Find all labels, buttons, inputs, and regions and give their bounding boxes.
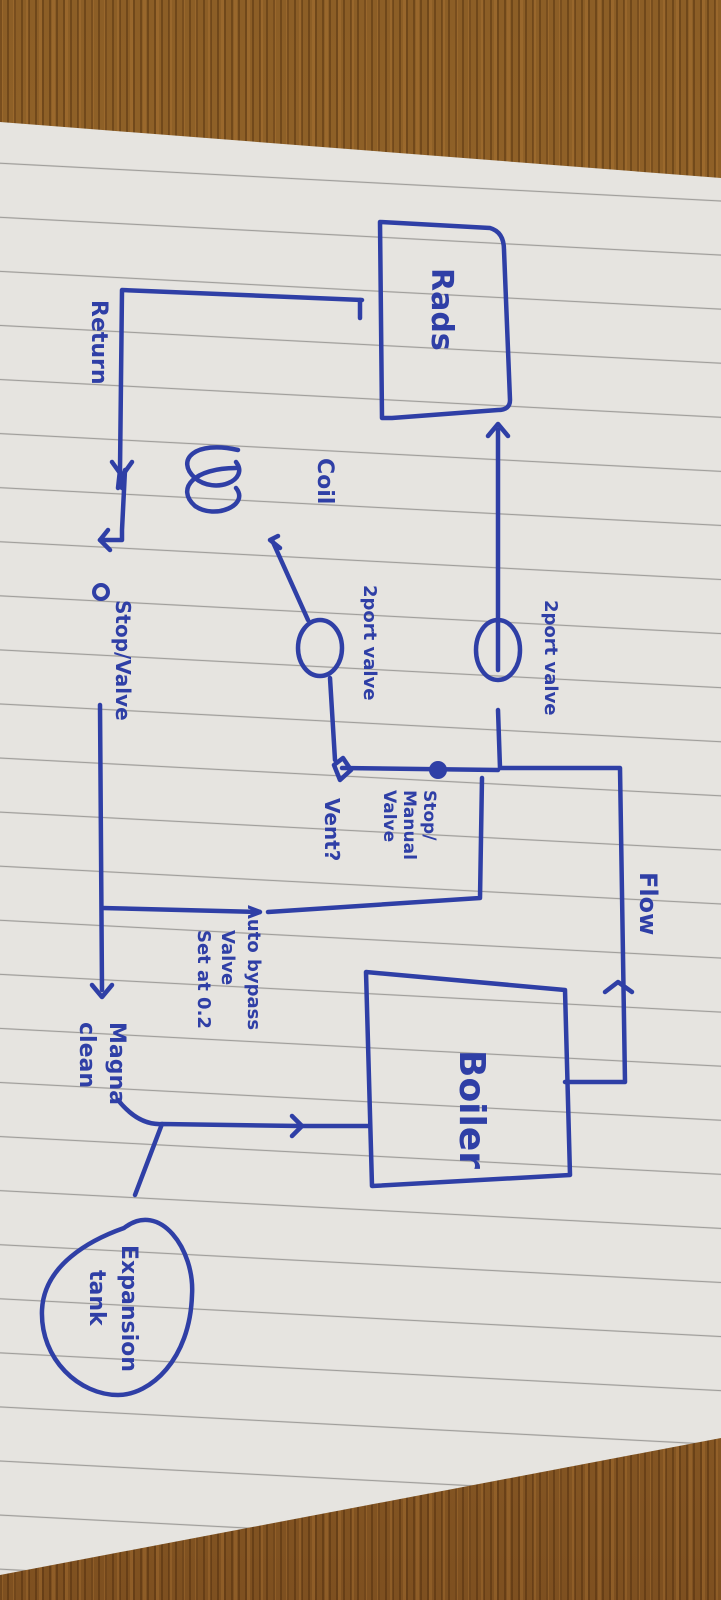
auto-bypass-label-line1: Auto bypass [243, 905, 264, 1030]
auto-bypass-label-line3: Set at 0.2 [193, 930, 214, 1029]
two-port-valve-top-icon [473, 617, 523, 683]
coil-feed-pipe [269, 537, 338, 763]
two-port-valve-mid-label: 2port valve [359, 585, 380, 701]
boiler-label: Boiler [451, 1050, 492, 1169]
rads-component: Rads [377, 219, 513, 421]
stop-manual-valve-icon [429, 761, 447, 779]
rads-arrow-icon [485, 421, 511, 439]
two-port-valve-mid-icon [295, 617, 345, 679]
two-port-valve-top-label: 2port valve [540, 600, 561, 716]
vent-label: Vent? [320, 798, 344, 861]
stop-valve-icon [92, 583, 110, 601]
bypass-pipe [99, 775, 485, 915]
expansion-link-pipe [132, 1121, 165, 1198]
vent-icon [331, 755, 354, 783]
expansion-tank-component: Expansion tank [39, 1217, 195, 1398]
rads-label: Rads [424, 268, 459, 351]
return-label: Return [86, 300, 111, 385]
expansion-tank-label-line1: Expansion [116, 1245, 141, 1372]
stop-manual-valve-label-line3: Valve [379, 790, 399, 842]
magna-clean-label-line1: Magna [104, 1022, 129, 1105]
coil-branch-pipe [339, 765, 501, 773]
coil-arrow-icon [267, 533, 283, 551]
stop-manual-valve-label-line2: Manual [399, 790, 419, 860]
return-pipe-lower [97, 467, 128, 543]
flow-label: Flow [634, 872, 662, 935]
boiler-return-arrow-icon [289, 1113, 305, 1139]
boiler-component: Boiler [363, 969, 573, 1189]
flow-pipe [495, 707, 628, 1085]
magna-clean-label-line2: clean [74, 1022, 99, 1088]
return-pipe-main [97, 702, 105, 993]
magna-arrow-icon [89, 982, 115, 1000]
stop-valve-label: Stop/Valve [111, 600, 135, 721]
stop-manual-valve-label-line1: Stop/ [419, 790, 439, 841]
paper-sheet [0, 122, 721, 1575]
auto-bypass-label-line2: Valve [217, 930, 238, 985]
expansion-tank-label-line2: tank [84, 1270, 109, 1327]
return-arrow-2-icon [97, 527, 113, 553]
coil-label: Coil [312, 458, 337, 504]
flow-arrow-icon [602, 979, 635, 995]
return-arrow-icon [109, 459, 135, 479]
coil-symbol [185, 445, 242, 514]
